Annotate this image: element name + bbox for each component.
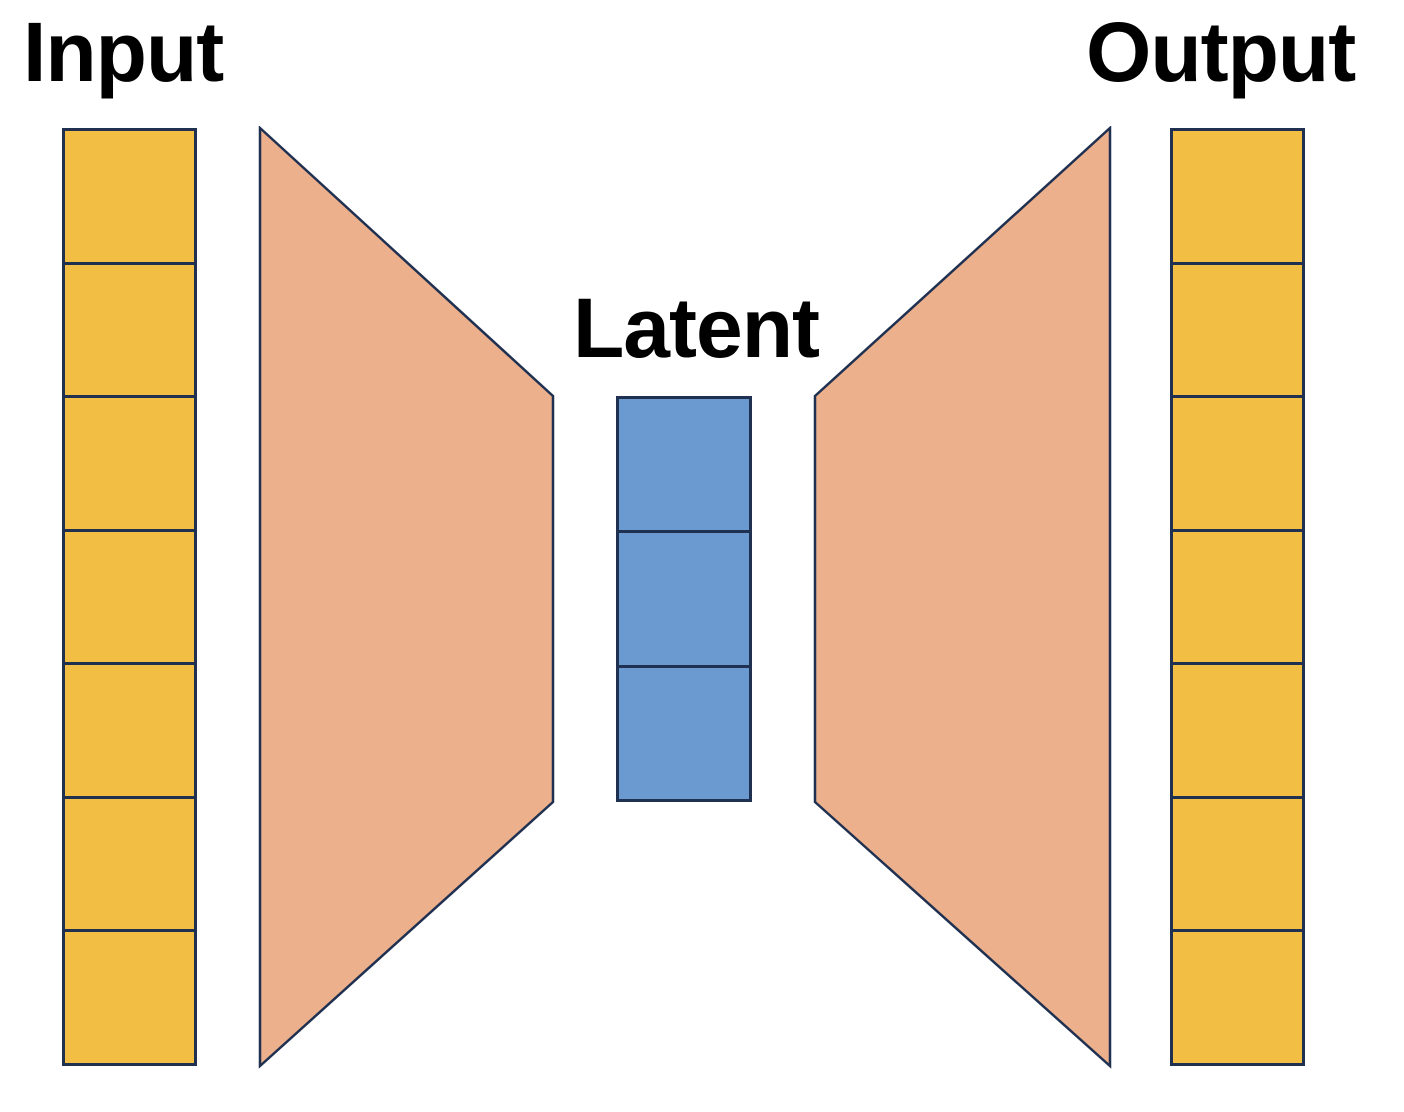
input-label: Input [23, 5, 224, 99]
input-cell [65, 665, 194, 799]
input-cell [65, 531, 194, 666]
output-label: Output [1086, 5, 1356, 99]
input-cell [65, 398, 194, 532]
output-cell [1173, 798, 1302, 933]
output-cell [1173, 932, 1302, 1064]
latent-cell [619, 667, 749, 799]
decoder-trapezoid [813, 126, 1112, 1069]
latent-cell [619, 533, 749, 668]
latent-vector [616, 396, 752, 802]
latent-label: Latent [573, 281, 820, 375]
output-cell [1173, 531, 1302, 666]
encoder-trapezoid [258, 126, 555, 1069]
input-cell [65, 798, 194, 933]
output-cell [1173, 398, 1302, 532]
output-cell [1173, 131, 1302, 265]
output-cell [1173, 665, 1302, 799]
output-cell [1173, 264, 1302, 399]
input-cell [65, 131, 194, 265]
input-cell [65, 264, 194, 399]
latent-cell [619, 399, 749, 534]
input-vector [62, 128, 197, 1066]
output-vector [1170, 128, 1305, 1066]
input-cell [65, 932, 194, 1064]
